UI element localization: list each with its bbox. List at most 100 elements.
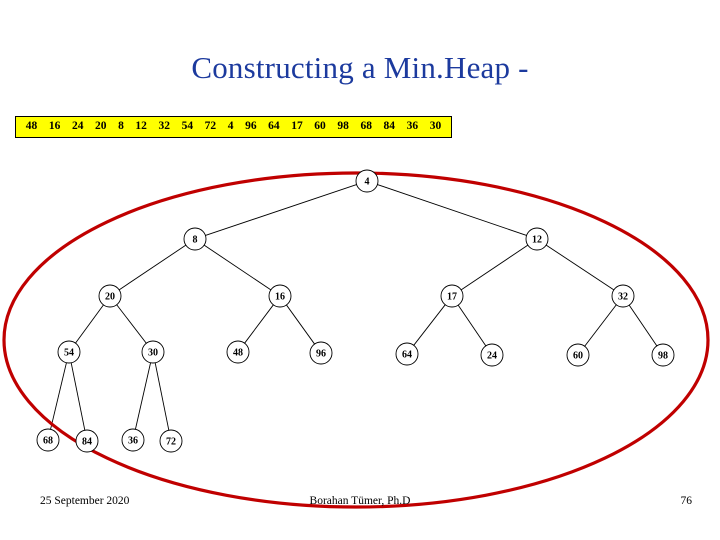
array-cell: 36 [406, 120, 419, 133]
tree-node-label: 8 [193, 235, 198, 246]
array-cell: 12 [135, 120, 147, 133]
array-cell: 72 [204, 120, 217, 133]
array-cell: 20 [95, 120, 107, 133]
tree-edge [70, 362, 86, 431]
tree-node-circle [611, 284, 635, 308]
tree-node-circle [226, 340, 250, 364]
tree-node: 30 [141, 340, 165, 364]
tree-node: 8 [183, 227, 207, 251]
tree-node: 4 [355, 169, 379, 193]
array-cell: 60 [314, 120, 326, 133]
tree-node-label: 17 [447, 292, 457, 303]
array-cell: 98 [337, 120, 349, 133]
tree-node-label: 60 [573, 351, 583, 362]
tree-node-circle [525, 227, 549, 251]
tree-node-circle [355, 169, 379, 193]
tree-edge [75, 304, 104, 344]
array-cell: 54 [181, 120, 194, 133]
tree-node-label: 30 [148, 348, 158, 359]
tree-node-circle [75, 429, 99, 453]
tree-node-label: 32 [618, 292, 628, 303]
tree-edge [377, 184, 527, 236]
tree-edge [244, 304, 274, 344]
tree-node-circle [36, 428, 60, 452]
footer-date: 25 September 2020 [40, 495, 130, 507]
tree-edges-layer [50, 184, 658, 431]
tree-node: 36 [121, 428, 145, 452]
tree-edge [154, 362, 170, 431]
tree-node-circle [268, 284, 292, 308]
tree-node-label: 84 [82, 437, 92, 448]
footer-author: Borahan Tümer, Ph.D [309, 495, 411, 507]
tree-edge [457, 304, 487, 347]
tree-node-circle [121, 428, 145, 452]
tree-node-label: 68 [43, 436, 53, 447]
tree-node-label: 54 [64, 348, 74, 359]
tree-node: 16 [268, 284, 292, 308]
tree-node-circle [395, 342, 419, 366]
tree-node-label: 98 [658, 351, 668, 362]
array-cell: 24 [71, 120, 84, 133]
tree-node: 98 [651, 343, 675, 367]
tree-node-circle [651, 343, 675, 367]
array-cell: 16 [48, 120, 61, 133]
tree-edge [205, 184, 357, 236]
array-cell: 84 [383, 120, 396, 133]
highlight-ellipse-icon [2, 171, 710, 509]
tree-node-circle [141, 340, 165, 364]
tree-node-label: 48 [233, 348, 243, 359]
array-cell: 68 [360, 120, 372, 133]
page-title: Constructing a Min.Heap - [191, 50, 529, 85]
tree-node: 48 [226, 340, 250, 364]
tree-edge [116, 304, 147, 344]
tree-node: 64 [395, 342, 419, 366]
tree-edge [413, 304, 446, 346]
tree-edge [545, 244, 615, 291]
tree-edge [584, 304, 617, 347]
tree-edge [134, 362, 152, 430]
tree-node: 60 [566, 343, 590, 367]
tree-node-label: 12 [532, 235, 542, 246]
array-cell: 8 [118, 120, 124, 133]
tree-node: 72 [159, 429, 183, 453]
heap-array: 48 16 24 20 8 12 32 54 72 4 96 64 17 60 98 68 84 36 30 [15, 116, 452, 138]
tree-node-circle [159, 429, 183, 453]
tree-node-circle [98, 284, 122, 308]
array-cell: 30 [429, 120, 442, 133]
footer-page-number: 76 [680, 495, 693, 507]
tree-node-label: 16 [275, 292, 285, 303]
tree-edge [628, 304, 658, 347]
tree-edge [50, 362, 67, 430]
tree-node: 32 [611, 284, 635, 308]
tree-node: 68 [36, 428, 60, 452]
tree-node: 24 [480, 343, 504, 367]
tree-node: 20 [98, 284, 122, 308]
tree-node-circle [183, 227, 207, 251]
tree-node-label: 4 [365, 177, 370, 188]
array-cell: 48 [25, 120, 38, 133]
array-cell: 96 [245, 120, 257, 133]
array-cell: 32 [158, 120, 171, 133]
tree-node: 54 [57, 340, 81, 364]
tree-node: 96 [309, 341, 333, 365]
tree-node-circle [440, 284, 464, 308]
tree-edge [460, 244, 529, 291]
tree-edge [286, 304, 315, 345]
tree-node-label: 20 [105, 292, 115, 303]
array-cell: 64 [268, 120, 280, 133]
tree-node-circle [57, 340, 81, 364]
tree-node-circle [480, 343, 504, 367]
tree-edge [203, 244, 272, 291]
tree-edge [118, 244, 187, 291]
array-cell: 4 [227, 120, 234, 133]
tree-node-label: 96 [316, 349, 326, 360]
tree-node-label: 72 [166, 437, 176, 448]
tree-node: 84 [75, 429, 99, 453]
tree-node-circle [309, 341, 333, 365]
array-cell: 17 [291, 120, 303, 133]
tree-node-label: 36 [128, 436, 138, 447]
tree-node: 12 [525, 227, 549, 251]
